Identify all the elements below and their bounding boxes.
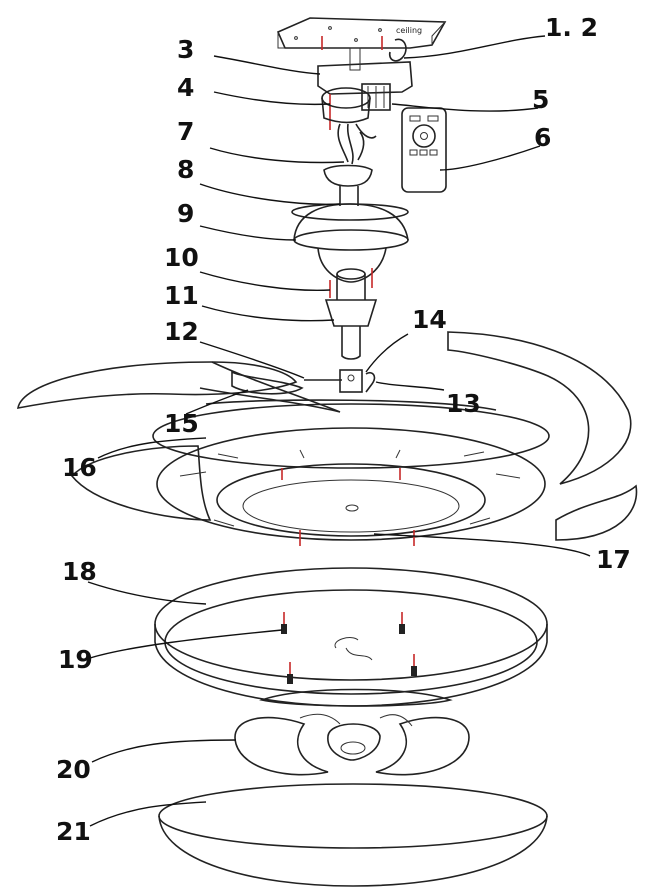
callout-20: 20 bbox=[56, 755, 91, 784]
canopy bbox=[291, 203, 409, 298]
mounting-bracket bbox=[317, 47, 413, 130]
callout-16: 16 bbox=[62, 453, 97, 482]
wires bbox=[337, 123, 377, 165]
diffuser bbox=[158, 783, 548, 887]
screws bbox=[281, 612, 417, 684]
callout-3: 3 bbox=[177, 35, 194, 64]
safety-hook bbox=[388, 38, 407, 62]
callout-13: 13 bbox=[446, 389, 481, 418]
terminal-block bbox=[361, 83, 391, 111]
fan-blades bbox=[17, 331, 638, 541]
fan-body bbox=[152, 399, 550, 546]
callout-11: 11 bbox=[164, 281, 199, 310]
callout-18: 18 bbox=[62, 557, 97, 586]
receiver-box bbox=[321, 87, 371, 124]
downrod bbox=[324, 268, 378, 360]
remote-control bbox=[401, 107, 447, 193]
callout-12: 12 bbox=[164, 317, 199, 346]
callout-7: 7 bbox=[177, 117, 194, 146]
led-module bbox=[234, 688, 470, 776]
ceiling-plate: ceiling bbox=[276, 17, 447, 50]
callout-21: 21 bbox=[56, 817, 91, 846]
canopy-collar bbox=[323, 164, 373, 206]
callout-5: 5 bbox=[532, 85, 549, 114]
callout-17: 17 bbox=[596, 545, 631, 574]
callout-labels: 1. 2 3 4 5 6 7 8 9 10 11 12 13 14 15 16 … bbox=[56, 13, 631, 846]
callout-8: 8 bbox=[177, 155, 194, 184]
leader-lines bbox=[87, 35, 591, 827]
callout-14: 14 bbox=[412, 305, 447, 334]
callout-15: 15 bbox=[164, 409, 199, 438]
callout-4: 4 bbox=[177, 73, 194, 102]
callout-1-2: 1. 2 bbox=[545, 13, 598, 42]
callout-6: 6 bbox=[534, 123, 551, 152]
pin-and-clip bbox=[304, 369, 376, 393]
callout-9: 9 bbox=[177, 199, 194, 228]
callout-19: 19 bbox=[58, 645, 93, 674]
callout-10: 10 bbox=[164, 243, 199, 272]
ceiling-label: ceiling bbox=[396, 26, 422, 35]
